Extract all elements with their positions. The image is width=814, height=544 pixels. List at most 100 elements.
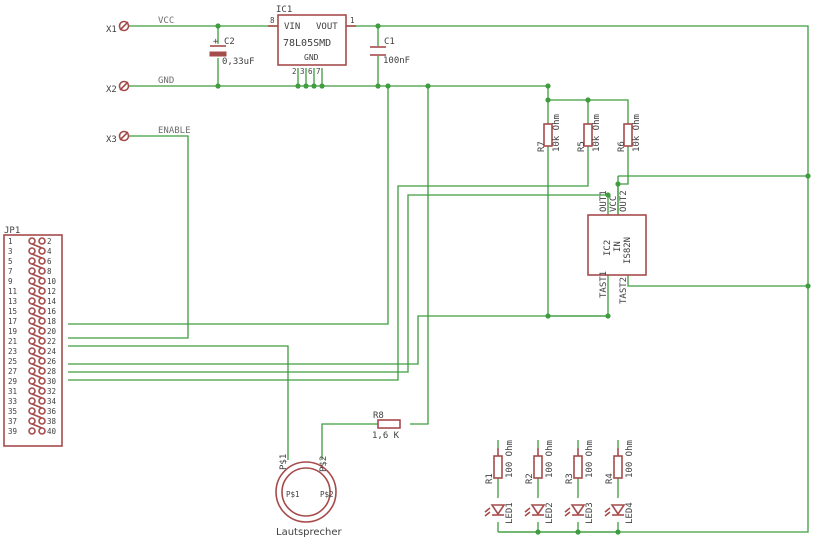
resistor-value: 100 Ohm bbox=[585, 440, 595, 478]
svg-text:IC2: IC2 bbox=[603, 240, 613, 256]
header-pin bbox=[38, 357, 46, 365]
svg-text:TAST1: TAST1 bbox=[599, 271, 609, 298]
resistor-r6[interactable]: R6 10k Ohm bbox=[617, 114, 642, 152]
resistor-value: 100 Ohm bbox=[505, 440, 515, 478]
svg-text:1: 1 bbox=[350, 16, 355, 25]
header-pin-link bbox=[31, 413, 43, 419]
led-name: LED4 bbox=[625, 502, 635, 524]
header-pin bbox=[38, 407, 46, 415]
header-pin-label: 19 bbox=[8, 327, 17, 336]
resistor-r5[interactable]: R5 10k Ohm bbox=[577, 114, 602, 152]
resistor-body bbox=[493, 455, 503, 479]
resistor-name: R1 bbox=[485, 473, 495, 484]
header-pin-label: 2 bbox=[47, 237, 52, 246]
header-pin-label: 32 bbox=[47, 387, 56, 396]
resistor-r7[interactable]: R7 10k Ohm bbox=[537, 114, 562, 152]
header-pin-link bbox=[31, 323, 43, 329]
svg-text:TAST2: TAST2 bbox=[619, 277, 629, 304]
led-ray bbox=[604, 511, 611, 517]
svg-text:OUT1: OUT1 bbox=[599, 190, 609, 212]
capacitor-c1[interactable]: C1 100nF bbox=[370, 37, 410, 66]
header-pin bbox=[38, 417, 46, 425]
svg-text:GND: GND bbox=[158, 76, 174, 86]
header-pin-label: 39 bbox=[8, 427, 17, 436]
header-pin-label: 3 bbox=[8, 247, 13, 256]
connector-x2[interactable]: X2 GND bbox=[106, 76, 174, 95]
junctions bbox=[215, 23, 811, 535]
led-symbol bbox=[570, 504, 586, 516]
svg-text:100nF: 100nF bbox=[383, 56, 410, 66]
header-pin bbox=[28, 347, 36, 355]
header-pin bbox=[28, 427, 36, 435]
led-ray bbox=[524, 511, 531, 517]
svg-text:VCC: VCC bbox=[158, 16, 174, 26]
header-pin-link bbox=[31, 363, 43, 369]
led-ray bbox=[564, 511, 571, 517]
header-pin bbox=[38, 387, 46, 395]
svg-text:ENABLE: ENABLE bbox=[158, 126, 191, 136]
header-pin bbox=[28, 297, 36, 305]
header-pin-label: 21 bbox=[8, 337, 17, 346]
header-pin-row[interactable]: 21 22 bbox=[8, 337, 56, 349]
resistor-r8[interactable]: R8 1,6 K bbox=[372, 411, 401, 441]
resistor-value: 100 Ohm bbox=[545, 440, 555, 478]
header-pin-link bbox=[31, 243, 43, 249]
led-ray bbox=[604, 507, 611, 513]
header-pin-link bbox=[31, 373, 43, 379]
connector-x1[interactable]: X1 VCC bbox=[106, 16, 174, 35]
led-ray bbox=[564, 507, 571, 513]
header-pin-label: 35 bbox=[8, 407, 17, 416]
svg-text:R6: R6 bbox=[617, 141, 627, 152]
capacitor-c2[interactable]: + C2 0,33uF bbox=[209, 37, 255, 67]
header-pin-row[interactable]: 31 32 bbox=[8, 387, 56, 399]
regulator-ic1[interactable]: IC1 VIN VOUT 78L05SMD GND 8 1 2 3 6 7 bbox=[268, 5, 356, 76]
resistor-name: R4 bbox=[605, 473, 615, 484]
header-pin-label: 11 bbox=[8, 287, 17, 296]
led-ray bbox=[484, 507, 491, 513]
svg-text:+: + bbox=[213, 37, 219, 47]
header-pin-label: 25 bbox=[8, 357, 17, 366]
svg-text:8: 8 bbox=[270, 16, 275, 25]
header-pin bbox=[28, 337, 36, 345]
svg-text:X3: X3 bbox=[106, 135, 117, 145]
svg-text:0,33uF: 0,33uF bbox=[222, 57, 255, 67]
header-pin-label: 31 bbox=[8, 387, 17, 396]
svg-text:X1: X1 bbox=[106, 25, 117, 35]
resistor-body bbox=[573, 455, 583, 479]
connector-x3[interactable]: X3 ENABLE bbox=[106, 126, 191, 145]
header-pin bbox=[38, 237, 46, 245]
svg-text:IS82N: IS82N bbox=[623, 237, 633, 264]
svg-text:3: 3 bbox=[300, 67, 305, 76]
speaker[interactable]: P$1 P$2 P$1 P$2 Lautsprecher bbox=[275, 454, 343, 538]
svg-text:10k Ohm: 10k Ohm bbox=[592, 114, 602, 152]
svg-text:6: 6 bbox=[308, 67, 313, 76]
header-pin-label: 7 bbox=[8, 267, 13, 276]
ic2[interactable]: OUT1 VCC OUT2 IC2 IN IS82N TAST1 TAST2 bbox=[587, 190, 647, 304]
header-pin-label: 22 bbox=[47, 337, 56, 346]
header-pin bbox=[28, 237, 36, 245]
